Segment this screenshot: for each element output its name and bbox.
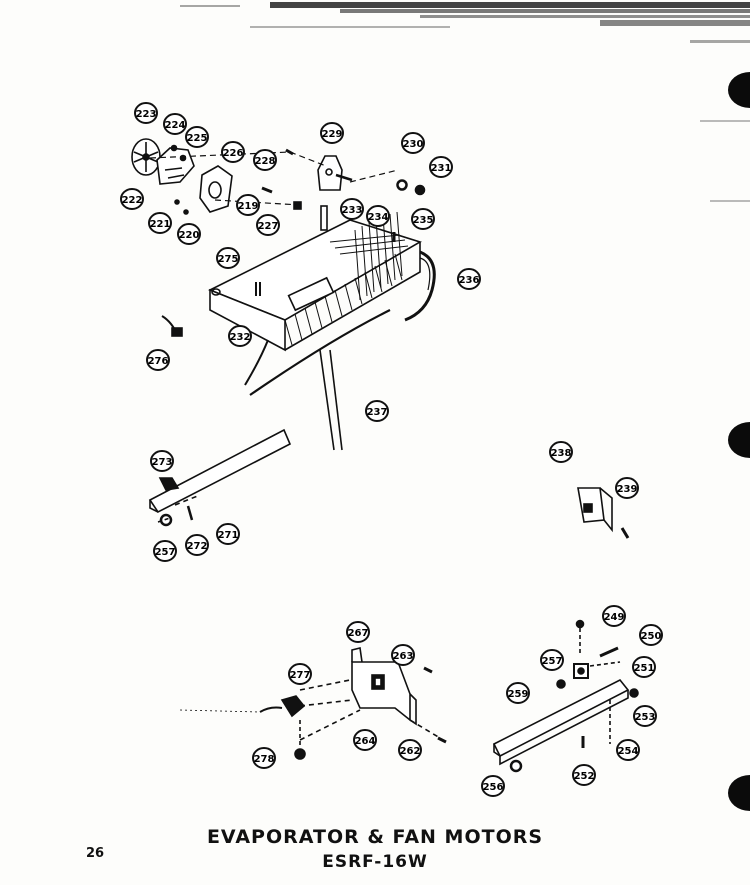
callout-label: 221 — [150, 219, 171, 230]
callout-275: 275 — [216, 247, 240, 269]
callout-220: 220 — [177, 223, 201, 245]
callout-label: 225 — [187, 133, 208, 144]
callout-label: 237 — [367, 407, 388, 418]
callout-label: 229 — [322, 129, 343, 140]
callout-239: 239 — [615, 477, 639, 499]
callout-276: 276 — [146, 349, 170, 371]
callout-256: 256 — [481, 775, 505, 797]
callout-label: 263 — [393, 651, 414, 662]
callout-222: 222 — [120, 188, 144, 210]
callout-label: 254 — [618, 746, 639, 757]
callout-label: 250 — [641, 631, 662, 642]
callout-257: 257 — [153, 540, 177, 562]
callout-267: 267 — [346, 621, 370, 643]
callout-label: 257 — [155, 547, 176, 558]
callout-label: 253 — [635, 712, 656, 723]
callout-231: 231 — [429, 156, 453, 178]
callout-229: 229 — [320, 122, 344, 144]
model-number: ESRF-16W — [322, 852, 428, 872]
callout-277: 277 — [288, 663, 312, 685]
callout-234: 234 — [366, 205, 390, 227]
callout-label: 277 — [290, 670, 311, 681]
callout-249: 249 — [602, 605, 626, 627]
callout-263: 263 — [391, 644, 415, 666]
callout-label: 234 — [368, 212, 389, 223]
binder-holes — [728, 72, 750, 811]
callout-227: 227 — [256, 214, 280, 236]
callout-label: 249 — [604, 612, 625, 623]
callout-252: 252 — [572, 764, 596, 786]
callout-272: 272 — [185, 534, 209, 556]
callout-250: 250 — [639, 624, 663, 646]
callout-label: 220 — [179, 230, 200, 241]
page-title: EVAPORATOR & FAN MOTORS — [206, 826, 544, 848]
support-rail-assembly — [492, 619, 639, 773]
callout-label: 232 — [230, 332, 251, 343]
callout-label: 278 — [254, 754, 275, 765]
page-number: 26 — [86, 846, 105, 861]
callout-271: 271 — [216, 523, 240, 545]
callout-label: 233 — [342, 205, 363, 216]
callout-label: 264 — [355, 736, 376, 747]
callout-label: 267 — [348, 628, 369, 639]
scan-noise — [180, 2, 750, 202]
callouts: 223 224 225 226 222 221 220 219 227 228 … — [120, 102, 663, 797]
callout-219: 219 — [236, 194, 260, 216]
callout-label: 262 — [400, 746, 421, 757]
callout-228: 228 — [253, 149, 277, 171]
callout-label: 275 — [218, 254, 239, 265]
callout-label: 230 — [403, 139, 424, 150]
callout-224: 224 — [163, 113, 187, 135]
callout-262: 262 — [398, 739, 422, 761]
callout-254: 254 — [616, 739, 640, 761]
callout-label: 276 — [148, 356, 169, 367]
callout-label: 219 — [238, 201, 259, 212]
callout-label: 251 — [634, 663, 655, 674]
callout-label: 227 — [258, 221, 279, 232]
callout-label: 256 — [483, 782, 504, 793]
callout-label: 259 — [508, 689, 529, 700]
evaporator-assembly — [131, 138, 436, 451]
callout-251: 251 — [632, 656, 656, 678]
callout-label: 273 — [152, 457, 173, 468]
mid-assembly — [148, 428, 630, 539]
callout-232: 232 — [228, 325, 252, 347]
callout-235: 235 — [411, 208, 435, 230]
callout-label: 272 — [187, 541, 208, 552]
callout-label: 239 — [617, 484, 638, 495]
callout-label: 235 — [413, 215, 434, 226]
callout-226: 226 — [221, 141, 245, 163]
callout-label: 257 — [542, 656, 563, 667]
fan-motor-bracket-assembly — [179, 647, 447, 760]
callout-236: 236 — [457, 268, 481, 290]
callout-264: 264 — [353, 729, 377, 751]
callout-278: 278 — [252, 747, 276, 769]
callout-233: 233 — [340, 198, 364, 220]
callout-273: 273 — [150, 450, 174, 472]
callout-label: 231 — [431, 163, 452, 174]
callout-230: 230 — [401, 132, 425, 154]
callout-label: 224 — [165, 120, 186, 131]
callout-225: 225 — [185, 126, 209, 148]
callout-221: 221 — [148, 212, 172, 234]
callout-label: 228 — [255, 156, 276, 167]
callout-223: 223 — [134, 102, 158, 124]
callout-257-b: 257 — [540, 649, 564, 671]
callout-label: 271 — [218, 530, 239, 541]
callout-238: 238 — [549, 441, 573, 463]
callout-label: 238 — [551, 448, 572, 459]
callout-label: 223 — [136, 109, 157, 120]
callout-label: 252 — [574, 771, 595, 782]
callout-label: 226 — [223, 148, 244, 159]
callout-label: 236 — [459, 275, 480, 286]
callout-253: 253 — [633, 705, 657, 727]
callout-label: 222 — [122, 195, 143, 206]
callout-259: 259 — [506, 682, 530, 704]
callout-237: 237 — [365, 400, 389, 422]
